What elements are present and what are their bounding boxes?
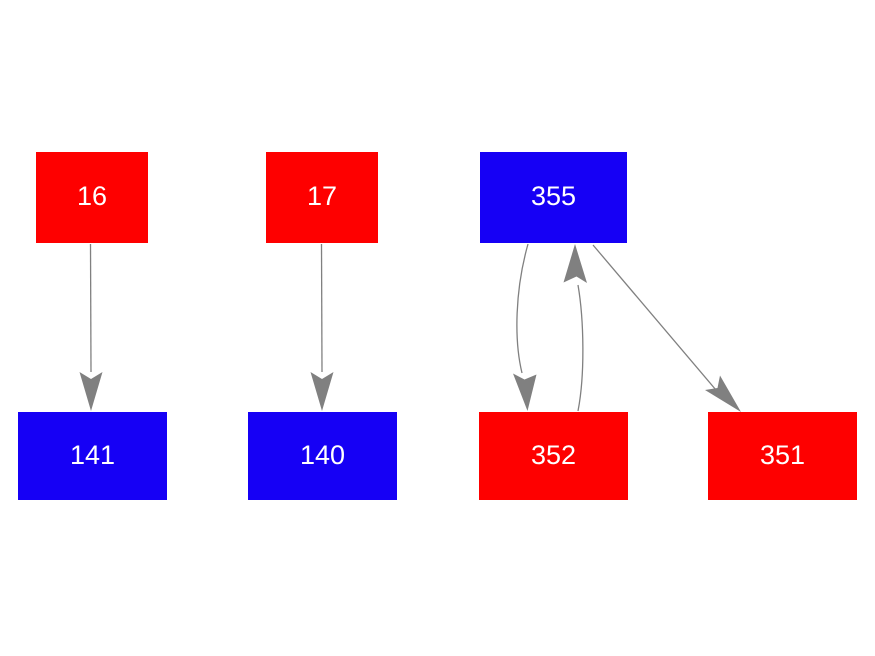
node-label: 141 (69, 439, 116, 470)
node-355[interactable]: 355 (480, 152, 627, 243)
node-label: 352 (530, 439, 577, 470)
node-141[interactable]: 141 (18, 412, 167, 500)
edge-17-to-140 (310, 243, 334, 411)
node-label: 16 (76, 181, 108, 211)
node-16[interactable]: 16 (36, 152, 148, 243)
node-label: 140 (299, 439, 346, 470)
edge-352-to-355 (563, 244, 587, 412)
edge-16-to-141 (79, 243, 103, 411)
node-label: 351 (759, 439, 806, 470)
edge-355-to-352 (513, 243, 537, 411)
node-140[interactable]: 140 (248, 412, 397, 500)
edge-355-to-351 (592, 244, 741, 412)
node-17[interactable]: 17 (266, 152, 378, 243)
node-label: 355 (530, 181, 577, 211)
node-351[interactable]: 351 (708, 412, 857, 500)
node-label: 17 (306, 181, 338, 211)
node-352[interactable]: 352 (479, 412, 628, 500)
